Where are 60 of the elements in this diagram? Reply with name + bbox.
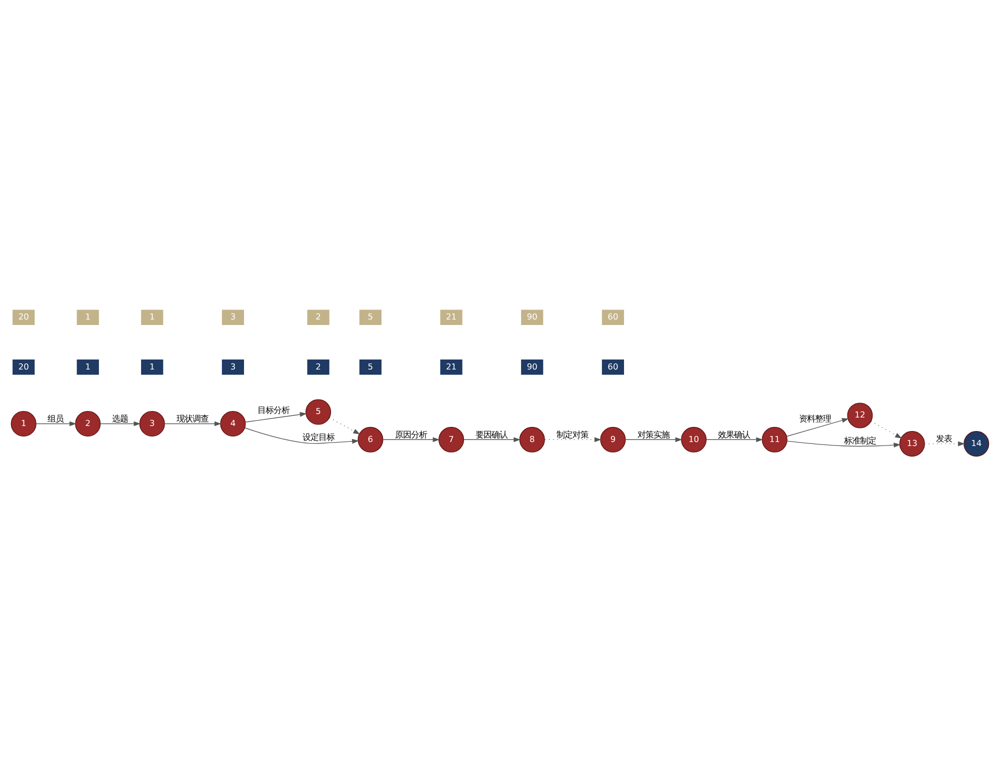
label: 60 <box>608 312 618 322</box>
node-circle: 7 <box>438 426 464 452</box>
edge-label: 设定目标 <box>302 432 334 442</box>
arrow <box>464 437 521 442</box>
edge-label: 要因确认 <box>476 429 508 440</box>
node-circle: 13 <box>899 431 925 457</box>
label: 3 <box>230 361 236 372</box>
node-circle: 10 <box>681 426 707 452</box>
node-circle: 8 <box>519 426 545 452</box>
node-circle: 12 <box>847 402 873 428</box>
label: 3 <box>230 312 236 322</box>
arrow <box>244 428 359 444</box>
edge-label: 原因分析 <box>394 429 427 440</box>
label: 1 <box>149 312 155 322</box>
label: 90 <box>526 312 538 322</box>
node-circle: 2 <box>75 410 101 437</box>
edge-label: 制定对策 <box>556 429 589 440</box>
arrow <box>164 421 222 426</box>
edge-label: 效果确认 <box>718 429 750 440</box>
node-circle: 4 <box>220 410 246 437</box>
node-circle: 14 <box>964 431 990 457</box>
arrow <box>924 441 965 446</box>
arrow <box>544 437 602 442</box>
label: 21 <box>446 312 457 322</box>
label: 5 <box>368 361 374 372</box>
label: 5 <box>368 312 374 322</box>
arrow <box>100 421 141 426</box>
arrow <box>244 412 307 422</box>
label: 2 <box>316 361 321 372</box>
node-circle: 6 <box>358 426 384 452</box>
edge-label: 发表 <box>936 433 952 444</box>
node-circle: 9 <box>600 426 626 452</box>
arrow <box>625 437 682 442</box>
edge-label: 目标分析 <box>257 405 290 416</box>
edge-label: 现状调查 <box>176 413 209 424</box>
node-circle: 1 <box>10 410 36 437</box>
edge-label: 选题 <box>112 413 128 424</box>
label: 20 <box>18 361 29 372</box>
arrow <box>706 437 764 442</box>
edge-label: 对策实施 <box>637 429 670 440</box>
label: 20 <box>18 312 29 322</box>
label: 21 <box>446 361 457 372</box>
arrow <box>36 421 76 426</box>
edge-label: 标准制定 <box>844 436 876 446</box>
arrow <box>870 421 902 439</box>
label: 1 <box>85 361 91 372</box>
label: 1 <box>149 361 155 372</box>
label: 90 <box>526 361 538 372</box>
node-circle: 11 <box>762 426 788 452</box>
arrow <box>382 437 440 442</box>
arrow <box>786 418 849 437</box>
edge-label: 组员 <box>48 413 64 424</box>
node-circle: 5 <box>306 399 332 425</box>
label: 60 <box>608 361 618 372</box>
label: 1 <box>85 312 91 322</box>
node-circle: 3 <box>139 410 165 437</box>
arrow <box>786 440 901 448</box>
arrow <box>329 417 360 434</box>
label: 2 <box>316 312 321 322</box>
edge-label: 资料整理 <box>799 413 832 424</box>
